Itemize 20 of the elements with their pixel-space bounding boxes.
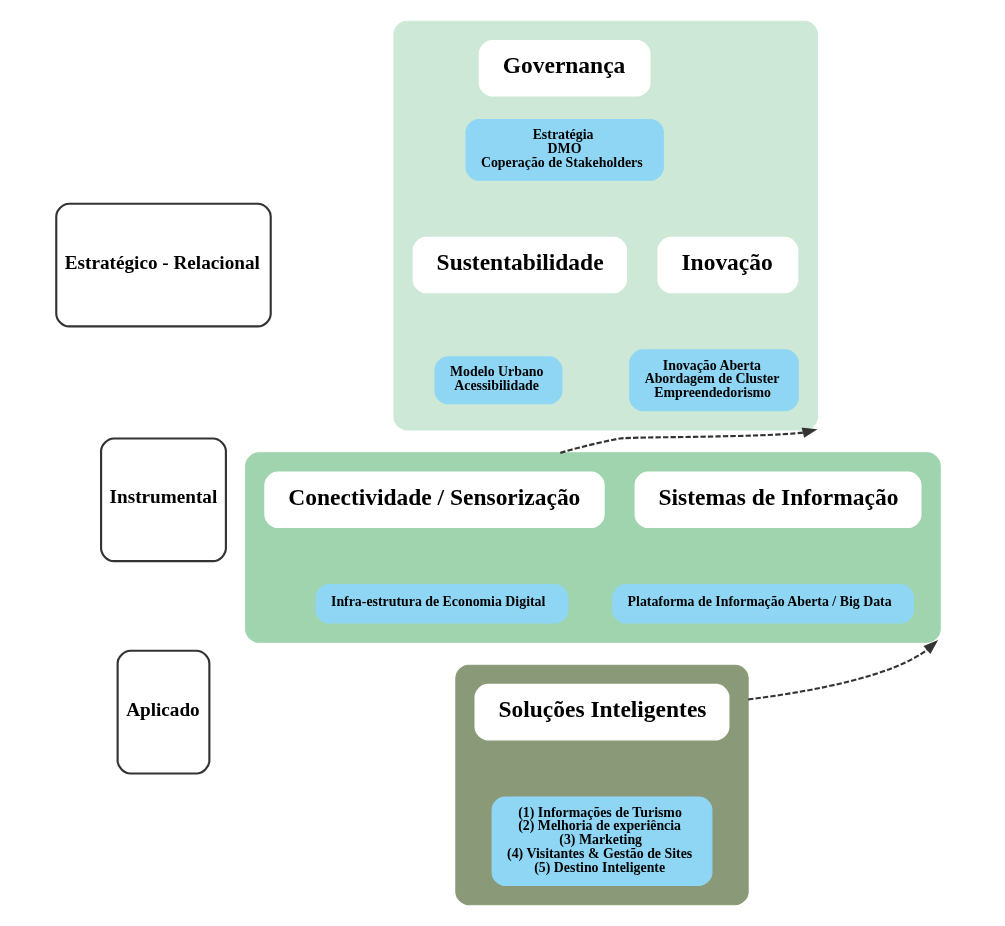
arrow <box>560 427 818 454</box>
node-box: Conectividade / Sensorização <box>264 471 605 529</box>
node-box: Governança <box>478 39 651 97</box>
node-box: Aplicado <box>116 649 211 775</box>
arrow <box>748 640 939 701</box>
node-box: Sistemas de Informação <box>634 471 922 529</box>
node-box: Inovação <box>657 236 799 294</box>
node-box: Inovação Aberta Abordagem de Cluster Empreendedorismo <box>629 349 799 412</box>
node-box: Plataforma de Informação Aberta / Big Data <box>612 584 915 624</box>
node-box: Estratégico - Relacional <box>55 202 272 328</box>
cluster <box>455 664 749 906</box>
cluster <box>393 20 819 431</box>
node-box: Instrumental <box>100 437 227 563</box>
node-box: Modelo Urbano Acessibilidade <box>434 356 563 405</box>
node-box: Infra-estrutura de Economia Digital <box>315 584 569 624</box>
node-box: Soluções Inteligentes <box>474 683 730 741</box>
node-box: Sustentabilidade <box>412 236 628 294</box>
node-box: (1) Informações de Turismo (2) Melhoria de experiência (3) Marketing (4) Visitantes & Gestão de Sites (5) Destino Inteligente <box>491 796 713 887</box>
node-box: Estratégia DMO Coperação de Stakeholders <box>465 118 664 181</box>
cluster <box>245 452 941 643</box>
